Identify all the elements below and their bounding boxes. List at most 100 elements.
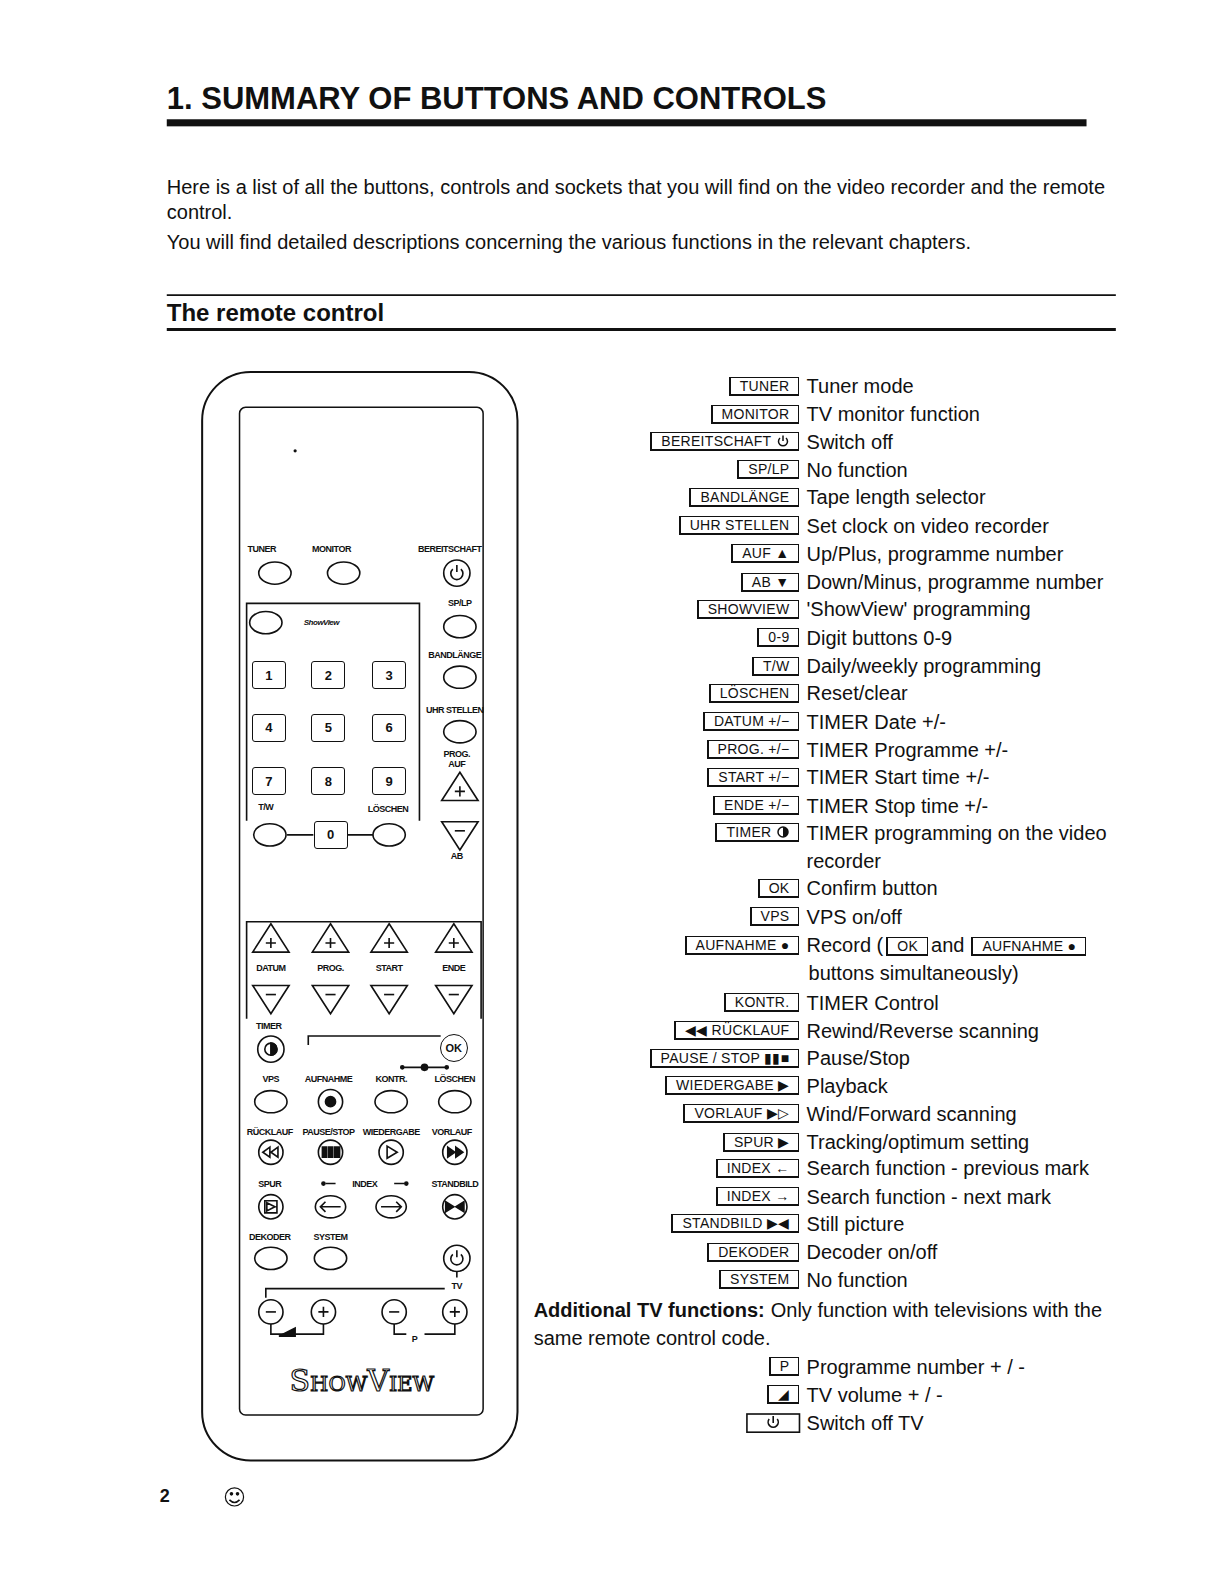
button-label: SPUR xyxy=(258,1179,281,1189)
key-box: BEREITSCHAFT xyxy=(650,432,799,451)
key-box: STANDBILD ▶◀ xyxy=(671,1214,799,1233)
key-box: 0-9 xyxy=(757,628,799,647)
dot xyxy=(322,1182,325,1185)
key-label: LÖSCHEN xyxy=(720,685,790,701)
description: 'ShowView' programming xyxy=(807,597,1031,621)
button-label: DATUM xyxy=(256,963,285,973)
power-icon xyxy=(451,565,463,580)
key-box: P xyxy=(769,1357,800,1376)
page-icon xyxy=(225,1488,243,1506)
digit-button: 4 xyxy=(252,714,286,742)
plus-sign xyxy=(449,938,459,948)
program-bracket xyxy=(394,1324,455,1334)
tv-bracket xyxy=(266,1271,457,1297)
button-label: LÖSCHEN xyxy=(435,1074,476,1084)
description: Wind/Forward scanning xyxy=(807,1102,1017,1126)
button-oval xyxy=(439,1091,471,1113)
button-label: INDEX xyxy=(352,1179,377,1189)
key-label: ◀◀ RÜCKLAUF xyxy=(685,1022,790,1038)
body-text: The remote control xyxy=(167,299,384,327)
key-label: 7 xyxy=(265,774,272,789)
power-icon xyxy=(451,1250,463,1265)
key-label: AUFNAHME ● xyxy=(696,937,790,953)
page-icon xyxy=(229,1500,239,1503)
key-box: TIMER xyxy=(715,823,799,842)
page-number: 2 xyxy=(160,1486,170,1507)
description: TIMER programming on the video recorder xyxy=(807,819,1132,875)
description: No function xyxy=(807,1268,908,1292)
key-label: P xyxy=(780,1358,790,1374)
button-label: BANDLÄNGE xyxy=(428,650,481,660)
key-label: INDEX ← xyxy=(727,1160,790,1176)
index-button xyxy=(376,1196,406,1218)
transport-button xyxy=(443,1195,467,1219)
timer-line xyxy=(308,1036,440,1045)
power-icon xyxy=(777,435,789,447)
key-box: DATUM +/− xyxy=(703,712,800,731)
button-label: PROG. xyxy=(317,963,344,973)
page-title: 1. SUMMARY OF BUTTONS AND CONTROLS xyxy=(167,81,827,117)
down-button xyxy=(371,985,407,1013)
digit-button: 3 xyxy=(372,661,406,689)
minus-sign xyxy=(455,830,465,832)
key-label: DEKODER xyxy=(718,1244,789,1260)
ok-button: OK xyxy=(440,1034,468,1062)
key-label: START +/− xyxy=(718,769,789,785)
button-label: DEKODER xyxy=(249,1232,291,1242)
timer-icon xyxy=(265,1043,277,1055)
digit-button: 8 xyxy=(311,767,345,795)
key-label: AB ▼ xyxy=(752,574,790,590)
key-box: SYSTEM xyxy=(719,1270,799,1289)
button-oval xyxy=(254,824,286,846)
button-label: TUNER xyxy=(248,544,277,554)
description: Tuner mode xyxy=(807,374,914,398)
tv-button xyxy=(382,1300,406,1324)
down-button xyxy=(253,985,289,1013)
key-label: PROG. +/− xyxy=(718,741,790,757)
remote-housing xyxy=(202,372,517,1461)
key-label: T/W xyxy=(763,658,790,674)
timer-icon xyxy=(777,826,789,838)
key-label: ◢ xyxy=(778,1386,789,1402)
key-label: AUF ▲ xyxy=(742,545,789,561)
pause-stop-icon xyxy=(322,1147,339,1157)
transport-button xyxy=(443,1140,467,1164)
body-text: You will find detailed descriptions conc… xyxy=(167,230,1107,255)
section-rule xyxy=(167,294,1116,296)
standby-button xyxy=(444,560,470,586)
index-button xyxy=(315,1196,345,1218)
description: TV monitor function xyxy=(807,402,980,426)
volume-bracket xyxy=(271,1324,324,1334)
key-box: SP/LP xyxy=(737,460,799,479)
button-label: STANDBILD xyxy=(431,1179,478,1189)
button-label: AB xyxy=(451,851,463,861)
down-button xyxy=(312,985,348,1013)
key-label: PAUSE / STOP ▮▮■ xyxy=(661,1050,790,1066)
tv-button xyxy=(311,1300,335,1324)
remote-drawing xyxy=(167,119,1116,1506)
description: No function xyxy=(807,458,908,482)
description: Up/Plus, programme number xyxy=(807,542,1064,566)
description: Search function - previous mark xyxy=(807,1156,1089,1180)
button-label: AUFNAHME xyxy=(305,1074,353,1084)
button-label: KONTR. xyxy=(375,1074,407,1084)
key-box: OK xyxy=(758,879,800,898)
key-box: VORLAUF ▶▷ xyxy=(683,1104,799,1123)
description: Reset/clear xyxy=(807,681,908,705)
digit-button: 6 xyxy=(372,714,406,742)
key-label: VORLAUF ▶▷ xyxy=(694,1105,789,1121)
key-label: 4 xyxy=(265,720,272,735)
title-rule xyxy=(167,119,1087,126)
key-box xyxy=(747,1414,800,1432)
button-oval xyxy=(373,824,405,846)
transport-button xyxy=(259,1195,283,1219)
panel-bracket xyxy=(247,603,420,820)
key-label: ENDE +/− xyxy=(724,797,789,813)
button-oval xyxy=(250,611,282,633)
timer-button xyxy=(258,1036,284,1062)
transport-button xyxy=(259,1140,283,1164)
key-label: MONITOR xyxy=(722,406,790,422)
transport-button xyxy=(379,1140,403,1164)
digit-button: 7 xyxy=(252,767,286,795)
